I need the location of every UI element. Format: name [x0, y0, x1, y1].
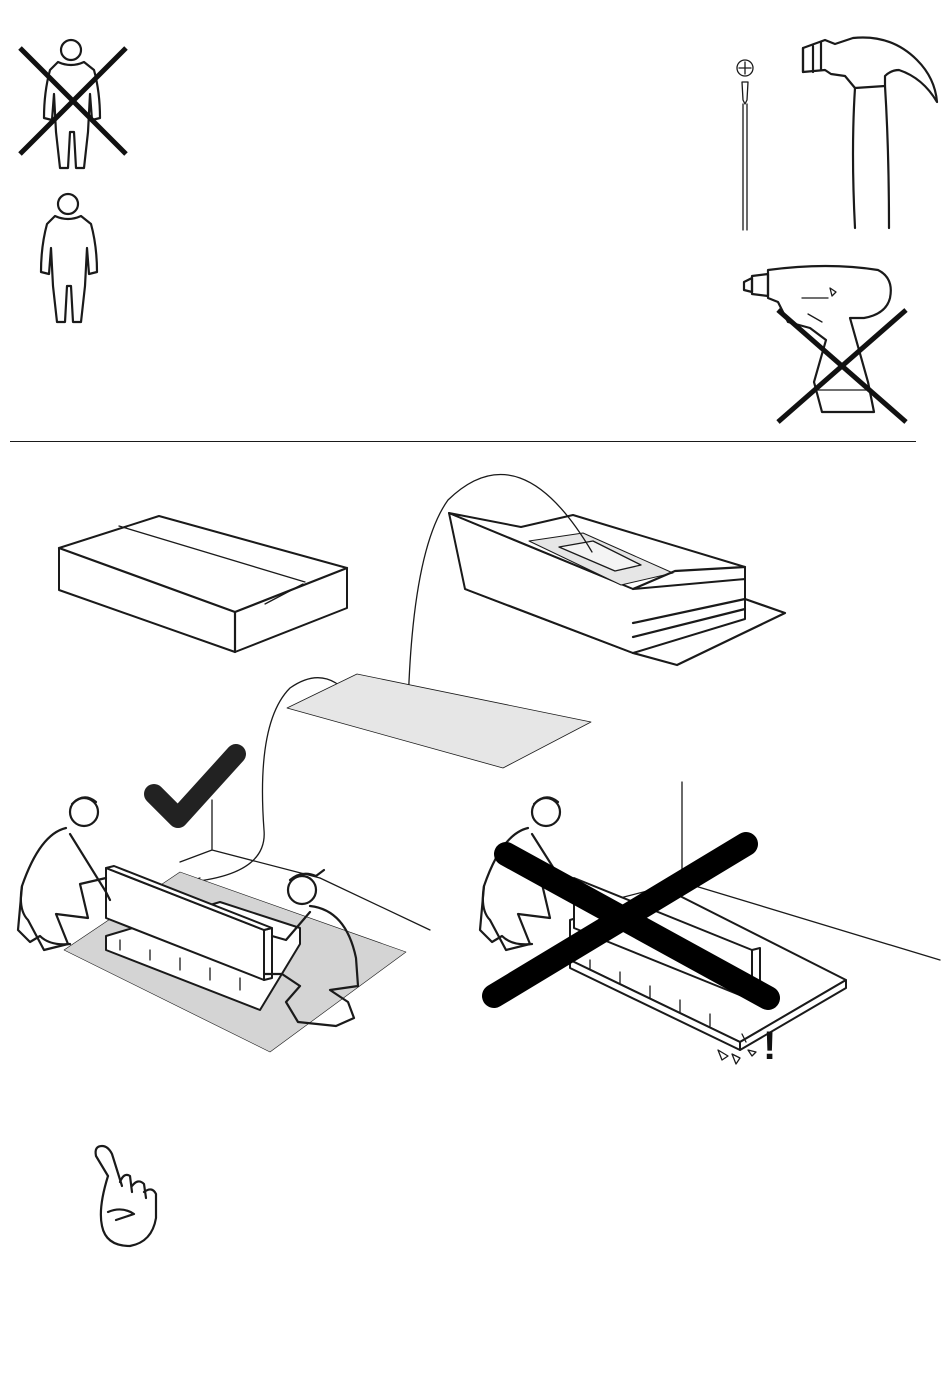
cardboard-sheet-illustration [285, 672, 595, 772]
pointing-hand-icon [86, 1142, 166, 1252]
section-divider [10, 441, 916, 442]
person-icon [22, 190, 112, 330]
incorrect-assembly-illustration [470, 780, 945, 1070]
exclamation-mark: ! [763, 1026, 776, 1066]
correct-assembly-illustration [10, 790, 435, 1060]
phillips-screwdriver-icon [730, 56, 760, 236]
person-crossed-icon [14, 36, 134, 176]
hammer-icon [795, 30, 945, 235]
power-drill-crossed-icon [738, 262, 913, 427]
